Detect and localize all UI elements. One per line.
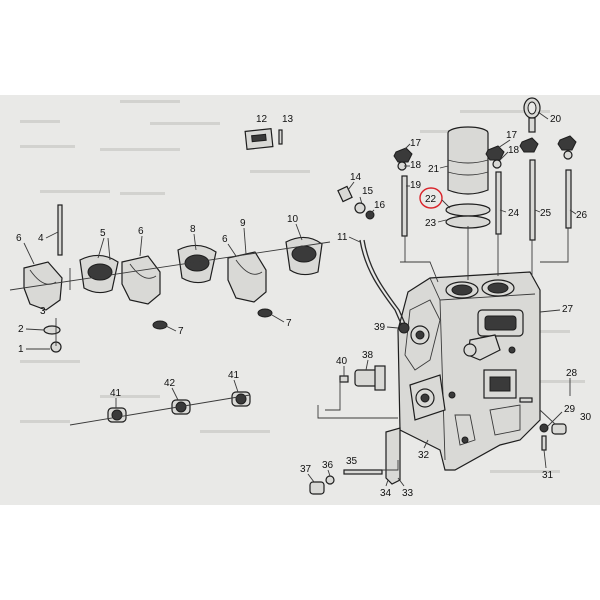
plug-assembly (339, 365, 386, 391)
assembly-lines (9, 226, 569, 471)
label-6a: 6 (16, 233, 22, 244)
label-13: 13 (282, 114, 294, 125)
cylinder-liner (445, 126, 491, 229)
catalog-page-scan: 1 2 3 4 5 6 6 6 7 7 8 9 10 11 12 13 14 1… (0, 95, 600, 505)
label-20: 20 (550, 114, 562, 125)
oil-pipe (337, 185, 410, 334)
label-11: 11 (337, 232, 348, 243)
label-38: 38 (362, 350, 374, 361)
label-7b: 7 (286, 318, 292, 329)
label-18a: 18 (410, 160, 422, 171)
camshaft-bushes (107, 391, 251, 423)
label-17a: 17 (410, 138, 422, 149)
small-hardware (43, 128, 283, 353)
label-37: 37 (300, 464, 312, 475)
label-36: 36 (322, 460, 334, 471)
label-26: 26 (576, 210, 588, 221)
label-12: 12 (256, 114, 268, 125)
label-9: 9 (240, 218, 246, 229)
label-7a: 7 (178, 326, 184, 337)
label-1: 1 (18, 344, 24, 355)
right-side-fasteners (519, 397, 567, 451)
label-10: 10 (287, 214, 299, 225)
label-35: 35 (346, 456, 358, 467)
label-27: 27 (562, 304, 574, 315)
label-39: 39 (374, 322, 386, 333)
label-19: 19 (410, 180, 422, 191)
label-24: 24 (508, 208, 520, 219)
label-28: 28 (566, 368, 578, 379)
label-16: 16 (374, 200, 386, 211)
part-number-labels: 1 2 3 4 5 6 6 6 7 7 8 9 10 11 12 13 14 1… (16, 111, 592, 499)
label-8: 8 (190, 224, 196, 235)
label-4: 4 (38, 233, 44, 244)
label-23: 23 (425, 218, 437, 229)
label-34: 34 (380, 488, 392, 499)
label-40: 40 (336, 356, 348, 367)
label-21: 21 (428, 164, 440, 175)
label-6c: 6 (222, 234, 228, 245)
label-3: 3 (40, 306, 46, 317)
lifting-eye (523, 97, 541, 133)
label-5: 5 (100, 228, 106, 239)
label-29: 29 (564, 404, 576, 415)
label-15: 15 (362, 186, 374, 197)
label-22: 22 (425, 194, 437, 205)
label-32: 32 (418, 450, 430, 461)
label-30: 30 (580, 412, 592, 423)
label-2: 2 (18, 324, 24, 335)
label-6b: 6 (138, 226, 144, 237)
exploded-engine-block-diagram: 1 2 3 4 5 6 6 6 7 7 8 9 10 11 12 13 14 1… (9, 97, 592, 499)
label-33: 33 (402, 488, 414, 499)
label-14: 14 (350, 172, 362, 183)
highlight-ring (419, 187, 443, 209)
cylinder-head-studs (393, 135, 577, 241)
label-31: 31 (542, 470, 554, 481)
label-42: 42 (164, 378, 176, 389)
label-18b: 18 (508, 145, 520, 156)
main-bearing-caps (23, 236, 323, 311)
label-25: 25 (540, 208, 552, 219)
label-41a: 41 (110, 388, 122, 399)
label-41b: 41 (228, 370, 240, 381)
label-17b: 17 (506, 130, 518, 141)
engine-block (397, 271, 541, 471)
